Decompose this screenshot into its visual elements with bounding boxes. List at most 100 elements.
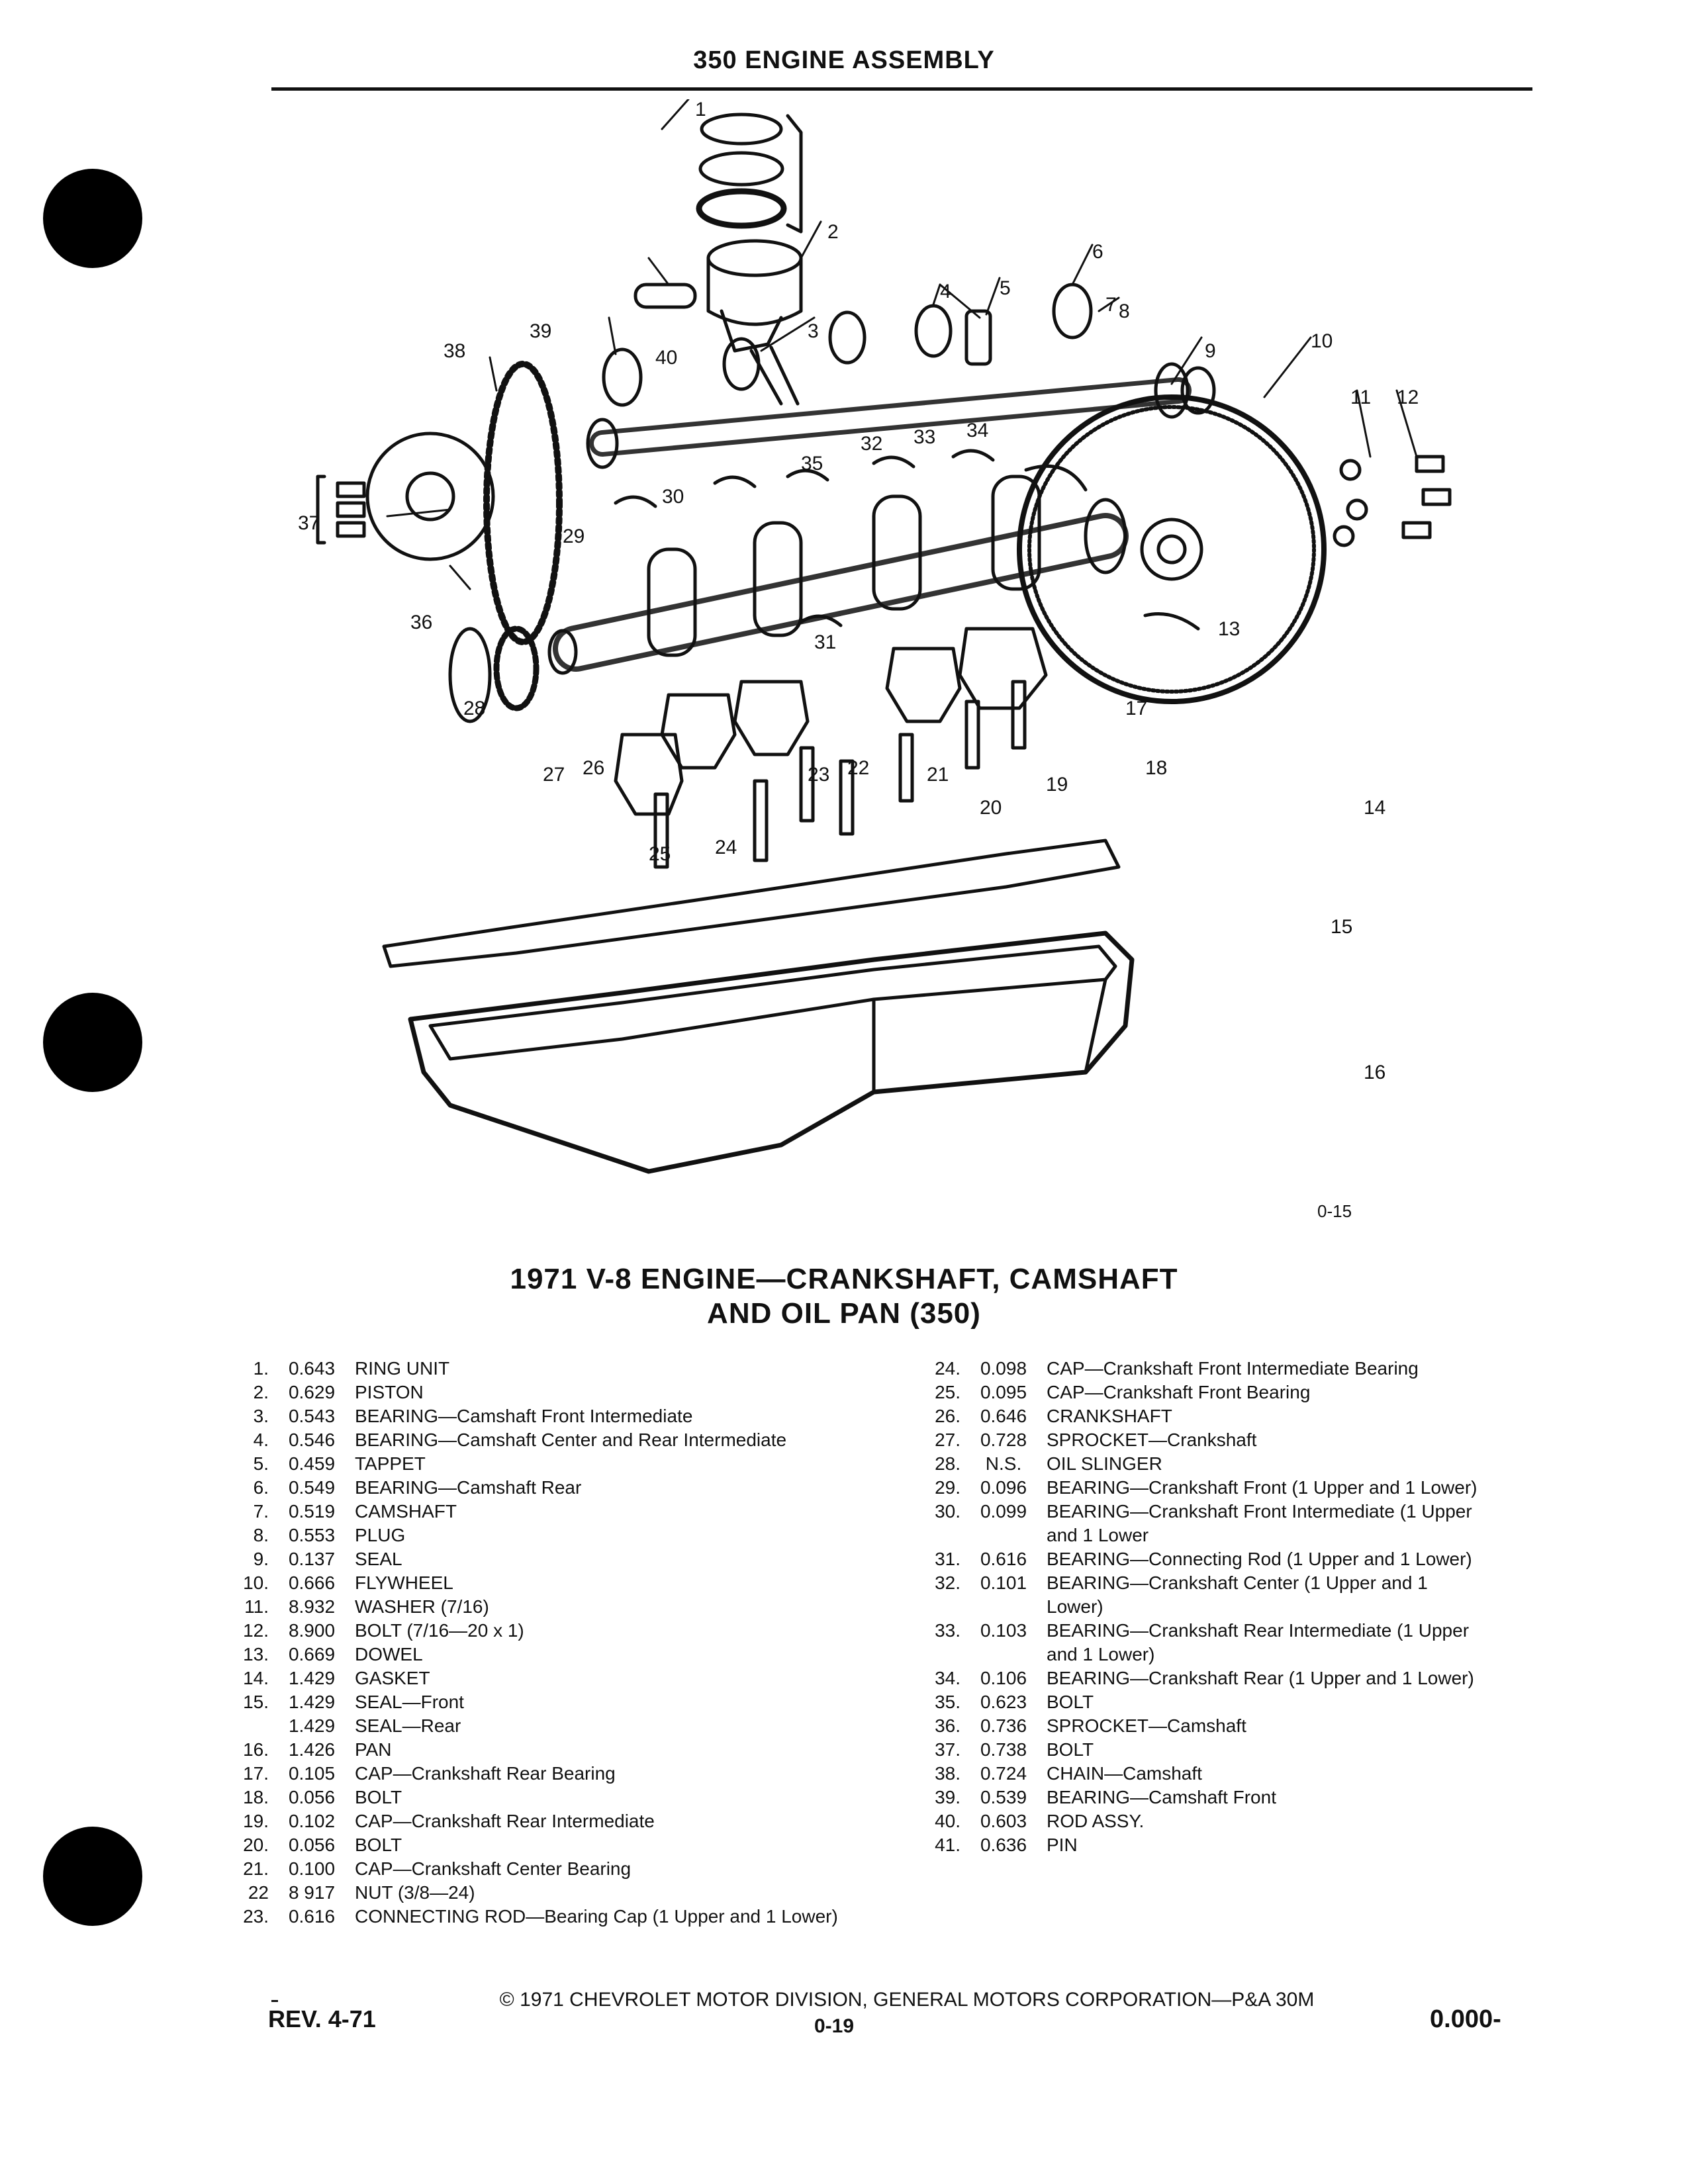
callout-20: 20 [980,797,1002,819]
part-index: 36. [935,1715,961,1736]
part-description: CHAIN—Camshaft [1047,1763,1202,1784]
part-number: 0.643 [288,1358,336,1379]
part-index: 5. [253,1453,269,1474]
part-description: PAN [355,1739,392,1760]
callout-8: 8 [1119,300,1130,322]
part-description: BEARING—Camshaft Rear [355,1477,582,1498]
part-index: 38. [935,1763,961,1784]
part-number: 0.629 [288,1382,336,1402]
part-index: 24. [935,1358,961,1379]
part-number: 1.429 [288,1668,336,1688]
part-index: 8. [253,1525,269,1545]
part-index: 11. [244,1596,269,1617]
part-description: BOLT [355,1835,402,1855]
part-index: 25. [935,1382,961,1402]
part-index: 18. [243,1787,269,1807]
part-description: BEARING—Crankshaft Front (1 Upper and 1 … [1047,1477,1477,1498]
part-number: 0.636 [980,1835,1027,1855]
callout-35: 35 [801,453,823,475]
figure-caption-line-1: 1971 V-8 ENGINE—CRANKSHAFT, CAMSHAFT [510,1263,1178,1295]
callout-19: 19 [1046,774,1068,796]
piston-rings-drawing [696,113,787,229]
punch-hole-middle [43,993,142,1092]
plug-drawing [1180,366,1216,415]
part-number: 0.539 [980,1787,1027,1807]
footer-page-number: 0-19 [814,2015,855,2037]
figure-code: 0-15 [1317,1201,1352,1221]
callout-25: 25 [649,843,671,865]
part-description: PIN [1047,1835,1078,1855]
part-description: BOLT (7/16—20 x 1) [355,1620,524,1641]
part-index: 13. [243,1644,269,1664]
footer-copyright: © 1971 CHEVROLET MOTOR DIVISION, GENERAL… [278,1989,1536,2011]
part-description: CAP—Crankshaft Center Bearing [355,1858,632,1879]
callout-23: 23 [808,764,829,786]
part-description: BEARING—Crankshaft Rear Intermediate (1 … [1047,1620,1470,1664]
flywheel-drawing [1017,394,1327,704]
part-number: 0.553 [288,1525,336,1545]
flywheel-bolts-drawing [1333,455,1452,547]
footer-code: 0.000- [1430,2005,1501,2033]
callout-7: 7 [1105,294,1117,316]
part-description: BEARING—Camshaft Front [1047,1787,1276,1807]
part-number: 0.101 [980,1572,1027,1593]
callout-30: 30 [662,486,684,508]
header-rule [271,87,1532,91]
part-number: 0.669 [288,1644,336,1664]
punch-hole-top [43,169,142,268]
part-description: SPROCKET—Camshaft [1047,1715,1246,1736]
part-number: 0.666 [288,1572,336,1593]
part-description: BOLT [355,1787,402,1807]
part-description: BOLT [1047,1739,1094,1760]
part-number: 0.616 [980,1549,1027,1569]
part-index: 31. [935,1549,961,1569]
part-index: 33. [935,1620,961,1641]
part-number: 0.603 [980,1811,1027,1831]
part-number: 0.102 [288,1811,336,1831]
callout-14: 14 [1364,797,1385,819]
part-index: 29. [935,1477,961,1498]
callout-22: 22 [847,757,869,779]
part-index: 4. [253,1430,269,1450]
callout-16: 16 [1364,1062,1385,1083]
callout-4: 4 [940,281,951,302]
part-number: 8.932 [288,1596,336,1617]
part-index: 22 [248,1882,269,1903]
callout-37: 37 [298,512,320,534]
part-number: 0.056 [288,1787,336,1807]
part-index: 7. [253,1501,269,1522]
callout-32: 32 [861,433,882,455]
part-description: RING UNIT [355,1358,450,1379]
callout-28: 28 [463,698,485,719]
part-description: BEARING—Crankshaft Front Intermediate (1… [1047,1501,1472,1545]
callout-2: 2 [827,221,839,243]
part-number: 0.616 [288,1906,336,1927]
tappet-drawing [964,309,992,366]
part-index: 17. [243,1763,269,1784]
part-number: 1.426 [288,1739,336,1760]
page-title: 350 ENGINE ASSEMBLY [693,46,995,74]
callout-18: 18 [1145,757,1167,779]
callout-34: 34 [966,420,988,441]
part-number: 0.728 [980,1430,1027,1450]
figure-caption-line-2: AND OIL PAN (350) [707,1297,981,1330]
part-index: 6. [253,1477,269,1498]
